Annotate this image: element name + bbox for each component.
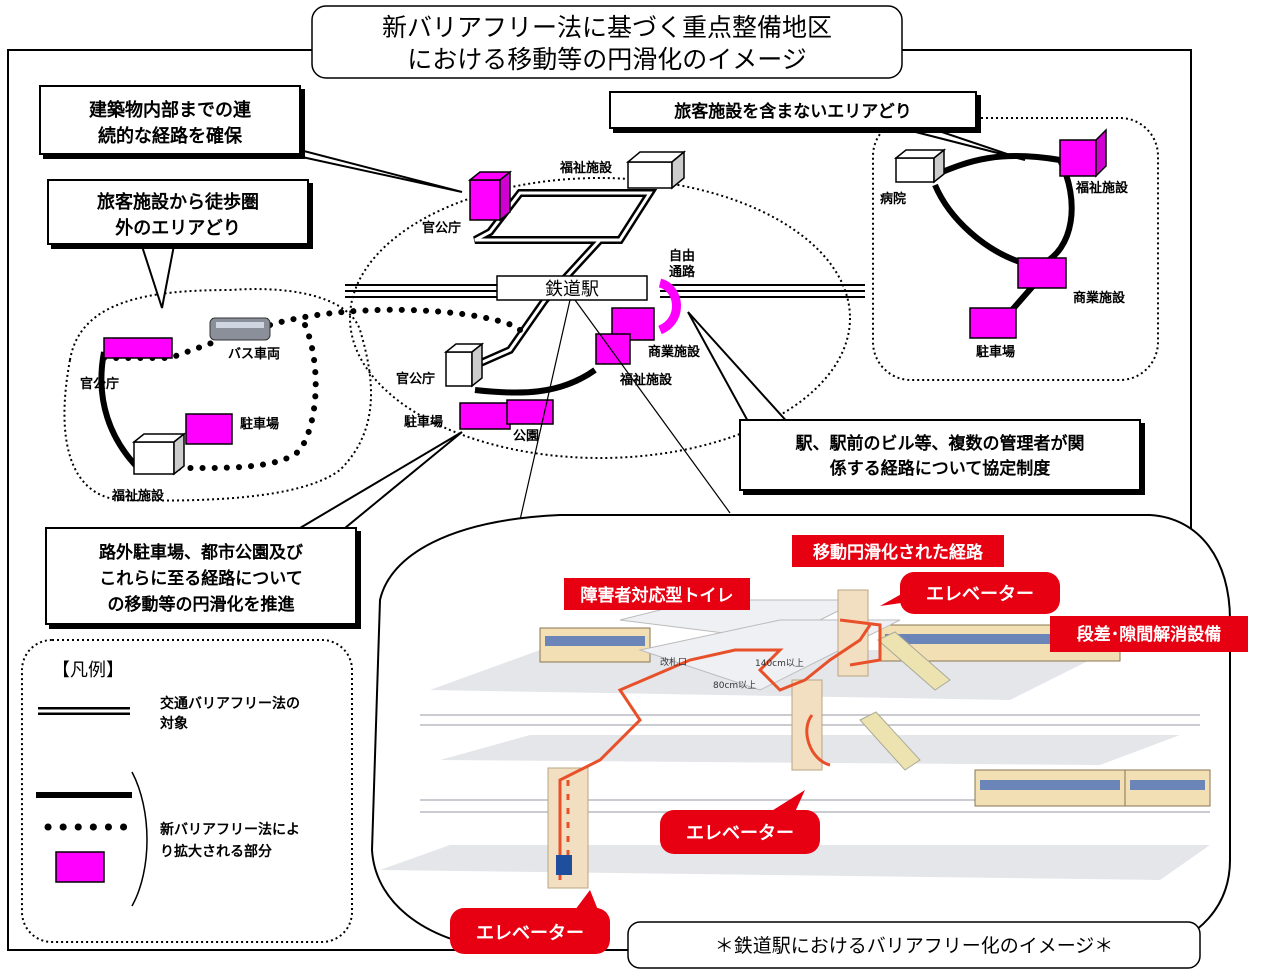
label-commercial-mid: 商業施設 xyxy=(648,344,701,360)
step-label: 段差･隙間解消設備 xyxy=(1077,624,1222,645)
svg-text:旅客施設を含まないエリアどり: 旅客施設を含まないエリアどり xyxy=(674,101,912,122)
svg-text:駅、駅前のビル等、複数の管理者が関: 駅、駅前のビル等、複数の管理者が関 xyxy=(795,433,1085,454)
title-line2: における移動等の円滑化のイメージ xyxy=(407,45,807,74)
svg-text:続的な経路を確保: 続的な経路を確保 xyxy=(98,125,243,147)
red-labels: 移動円滑化された経路 障害者対応型トイレ 段差･隙間解消設備 エレベーター エレ… xyxy=(450,535,1248,954)
label-bus: バス車両 xyxy=(228,346,280,362)
svg-text:り拡大される部分: り拡大される部分 xyxy=(160,843,272,860)
callout-no-passenger: 旅客施設を含まないエリアどり xyxy=(609,91,1026,161)
route-label: 移動円滑化された経路 xyxy=(813,542,984,563)
dim-label-2: 80cm以上 xyxy=(713,680,756,691)
callout-parking: 路外駐車場、都市公園及び これらに至る経路について の移動等の円滑化を推進 xyxy=(45,431,463,625)
elevator-tag-bottom: エレベーター xyxy=(450,890,610,954)
priority-area xyxy=(349,177,851,459)
legend: 【凡例】 交通バリアフリー法の 対象 新バリアフリー法によ り拡大される部分 xyxy=(21,639,353,943)
no-passenger-area xyxy=(872,117,1159,381)
white-buildings xyxy=(131,148,947,476)
svg-text:対象: 対象 xyxy=(159,715,188,732)
label-government-mid: 官公庁 xyxy=(396,371,435,387)
map-labels: 福祉施設 官公庁 自由 通路 官公庁 商業施設 福祉施設 駐車場 公園 病院 福… xyxy=(80,160,1129,504)
svg-text:の移動等の円滑化を推進: の移動等の円滑化を推進 xyxy=(108,594,295,615)
railway-track xyxy=(345,284,865,298)
label-welfare-top: 福祉施設 xyxy=(559,160,613,176)
svg-text:交通バリアフリー法の: 交通バリアフリー法の xyxy=(160,695,300,712)
label-welfare-mid: 福祉施設 xyxy=(619,372,673,388)
svg-text:路外駐車場、都市公園及び: 路外駐車場、都市公園及び xyxy=(99,542,303,563)
label-parking-mid: 駐車場 xyxy=(404,414,443,430)
label-government-left: 官公庁 xyxy=(80,376,119,392)
svg-text:建築物内部までの連: 建築物内部までの連 xyxy=(89,99,252,121)
station-building: 鉄道駅 xyxy=(496,275,648,301)
callout-walking: 旅客施設から徒歩圏 外のエリアどり xyxy=(47,179,309,309)
label-welfare-right: 福祉施設 xyxy=(1075,180,1129,196)
label-commercial-right: 商業施設 xyxy=(1073,290,1126,306)
label-parking-right: 駐車場 xyxy=(976,344,1015,360)
label-government-top: 官公庁 xyxy=(422,220,461,236)
svg-text:＊鉄道駅におけるバリアフリー化のイメージ＊: ＊鉄道駅におけるバリアフリー化のイメージ＊ xyxy=(715,935,1114,957)
svg-text:鉄道駅: 鉄道駅 xyxy=(545,279,599,300)
station-caption: ＊鉄道駅におけるバリアフリー化のイメージ＊ xyxy=(627,921,1201,969)
svg-text:新バリアフリー法によ: 新バリアフリー法によ xyxy=(160,821,300,838)
label-park: 公園 xyxy=(513,428,539,444)
label-free-1: 自由 xyxy=(669,248,695,264)
toilet-label: 障害者対応型トイレ xyxy=(581,585,734,606)
svg-text:エレベーター: エレベーター xyxy=(686,823,794,844)
svg-text:旅客施設から徒歩圏: 旅客施設から徒歩圏 xyxy=(97,191,259,213)
title-box: 新バリアフリー法に基づく重点整備地区 における移動等の円滑化のイメージ xyxy=(311,5,903,79)
dim-label-1: 140cm以上 xyxy=(755,658,804,669)
free-passage xyxy=(657,278,681,335)
svg-text:係する経路について協定制度: 係する経路について協定制度 xyxy=(830,458,1051,479)
station-illustration: 改札口 140cm以上 80cm以上 xyxy=(370,299,1231,951)
svg-text:外のエリアどり: 外のエリアどり xyxy=(115,217,240,239)
elevator-tag-middle: エレベーター xyxy=(660,790,820,854)
elevator-tag-top: エレベーター xyxy=(880,572,1060,614)
label-hospital: 病院 xyxy=(880,191,906,207)
callout-building: 建築物内部までの連 続的な経路を確保 xyxy=(39,85,463,193)
svg-text:エレベーター: エレベーター xyxy=(476,923,584,944)
legend-title: 【凡例】 xyxy=(52,660,124,681)
gate-label: 改札口 xyxy=(660,656,687,668)
magenta-buildings xyxy=(103,128,1107,445)
svg-text:エレベーター: エレベーター xyxy=(926,584,1034,605)
label-parking-left: 駐車場 xyxy=(240,416,279,432)
title-line1: 新バリアフリー法に基づく重点整備地区 xyxy=(382,13,832,42)
callout-agreement: 駅、駅前のビル等、複数の管理者が関 係する経路について協定制度 xyxy=(687,311,1141,491)
svg-text:これらに至る経路について: これらに至る経路について xyxy=(99,568,303,589)
bus-icon xyxy=(209,317,271,341)
label-welfare-left: 福祉施設 xyxy=(111,488,165,504)
label-free-2: 通路 xyxy=(669,264,696,280)
walking-area xyxy=(63,288,372,502)
